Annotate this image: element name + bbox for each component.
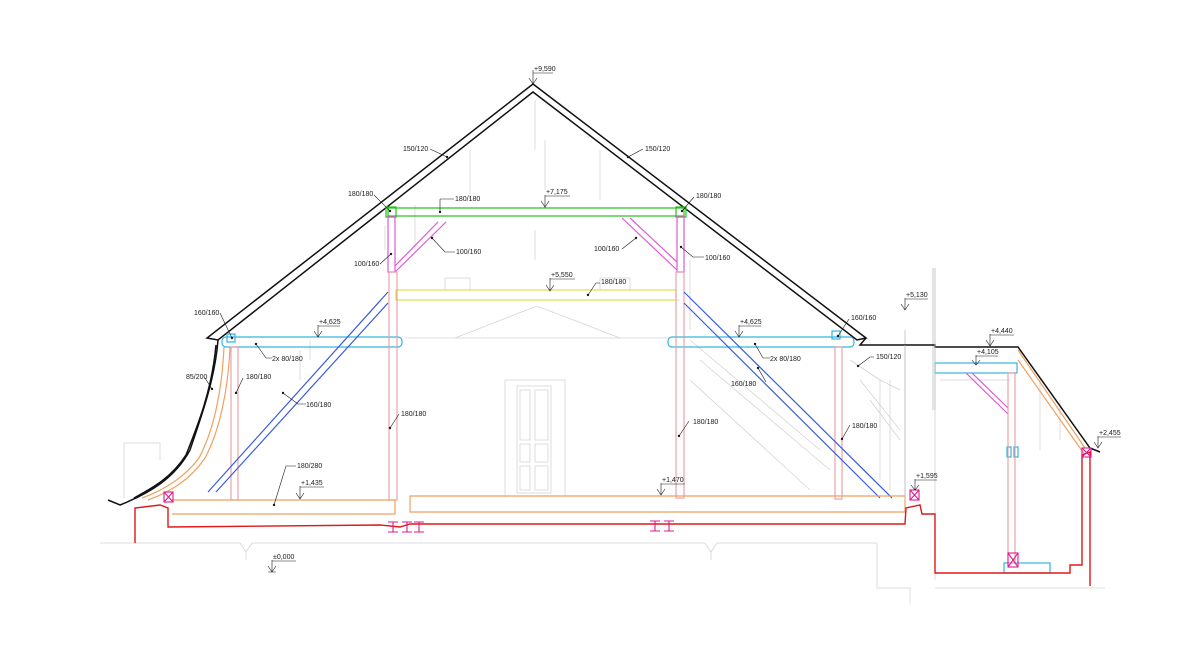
level-collar-top: +7,175	[546, 189, 568, 196]
level-marker-collar-top: +7,175	[540, 189, 570, 208]
label-strut-left-upper: 100/160	[456, 249, 481, 256]
level-marker-right-b: +4,440	[985, 328, 1014, 347]
label-arch: 85/200	[186, 374, 208, 381]
timber-posts	[230, 271, 1016, 564]
level-marker-ground: ±0,000	[267, 554, 296, 573]
level-marker-purlin-left: +4,625	[313, 319, 341, 338]
label-post-top-left: 180/180	[348, 191, 373, 198]
level-marker-collar-mid: +5,550	[545, 272, 575, 292]
label-floor-beam: 180/280	[297, 463, 322, 470]
member-labels: 150/120 150/120 180/180 180/180 180/180 …	[186, 146, 901, 507]
label-pair-left: 2x 80/180	[272, 356, 303, 363]
label-post-top-right: 180/180	[696, 193, 721, 200]
label-post-right-inner: 180/180	[693, 419, 718, 426]
label-post-left-inner: 180/180	[401, 411, 426, 418]
label-rafter-right: 150/120	[645, 146, 670, 153]
label-post-left-outer: 180/180	[246, 374, 271, 381]
level-right-a: +5,130	[906, 292, 928, 299]
level-floor-mid: +1,470	[662, 477, 684, 484]
level-ridge: +9,590	[534, 66, 556, 73]
level-floor-right: +1,595	[916, 473, 938, 480]
purlin-beams	[221, 330, 1051, 574]
label-purlin-right: 160/160	[851, 315, 876, 322]
level-right-b: +4,440	[991, 328, 1013, 335]
label-strut-left-lower: 100/160	[354, 261, 379, 268]
label-strut-right-upper: 100/160	[594, 246, 619, 253]
level-floor-left: +1,435	[301, 480, 323, 487]
level-marker-purlin-right: +4,625	[734, 319, 762, 338]
level-purlin-left: +4,625	[319, 319, 341, 326]
level-marker-ridge: +9,590	[528, 66, 556, 85]
top-collar-beam	[385, 206, 687, 218]
background-ghost-lines	[100, 100, 1105, 604]
label-brace-right: 160/180	[731, 381, 756, 388]
level-marker-right-a: +5,130	[900, 292, 928, 311]
level-marker-right-c: +4,105	[971, 349, 999, 366]
magenta-markers	[163, 447, 1092, 568]
label-rafter-right-lower: 150/120	[876, 354, 901, 361]
label-brace-left: 160/180	[306, 402, 331, 409]
label-collar-yellow: 180/180	[601, 279, 626, 286]
label-strut-right-lower: 100/160	[705, 255, 730, 262]
level-right-d: +2,455	[1099, 430, 1121, 437]
blue-braces	[207, 291, 893, 499]
level-collar-mid: +5,550	[551, 272, 573, 279]
label-beam-top: 180/180	[455, 196, 480, 203]
label-purlin-left: 160/160	[194, 310, 219, 317]
level-marker-floor-mid: +1,470	[656, 477, 685, 496]
orange-elements	[141, 346, 1086, 515]
mid-collar-beam	[395, 289, 677, 301]
dark-boundary-lines	[904, 268, 936, 500]
pink-struts	[387, 215, 1009, 415]
red-foundation	[134, 450, 1091, 586]
level-marker-floor-right: +1,595	[910, 473, 938, 491]
roof-outline	[107, 83, 1101, 506]
label-post-right-outer: 180/180	[852, 423, 877, 430]
level-purlin-right: +4,625	[740, 319, 762, 326]
label-rafter-left: 150/120	[403, 146, 428, 153]
level-right-c: +4,105	[977, 349, 999, 356]
level-marker-floor-left: +1,435	[295, 480, 324, 500]
level-ground: ±0,000	[273, 554, 294, 561]
label-pair-right: 2x 80/180	[770, 356, 801, 363]
level-marker-right-d: +2,455	[1093, 430, 1121, 449]
